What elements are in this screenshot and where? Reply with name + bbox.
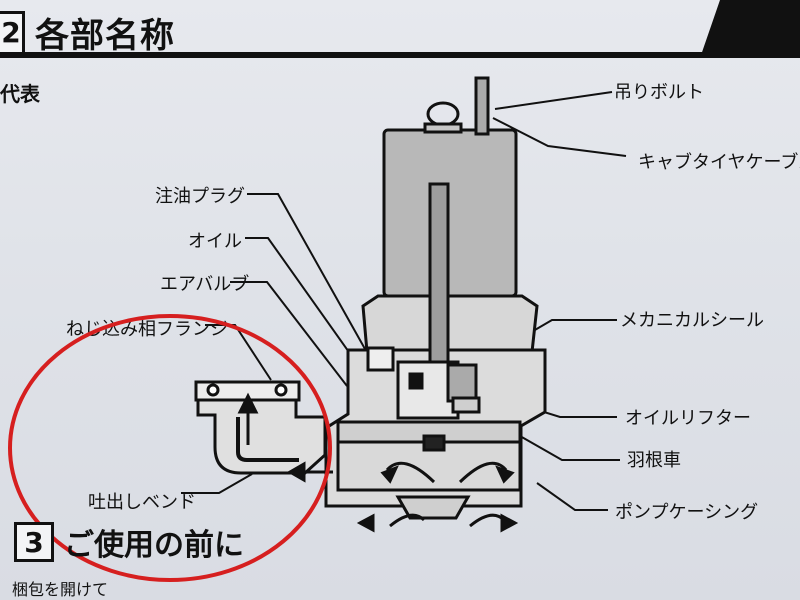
leader-impeller	[519, 435, 620, 461]
arrow-left-curve	[385, 461, 436, 484]
title-corner-bar	[700, 0, 800, 58]
label-air-valve: エアバルブ	[160, 274, 250, 295]
arrow-bottom-left-head	[356, 513, 375, 533]
section-heading: 各部名称	[35, 16, 175, 56]
leader-casing	[536, 482, 608, 511]
motor-housing	[382, 128, 518, 298]
suction-bottom	[395, 495, 471, 520]
footer-title-block: 3 ご使用の前に	[14, 520, 244, 564]
label-cabtire-cable: キャブタイヤケーブル	[638, 152, 800, 173]
section-number: 2	[0, 10, 25, 55]
seal-block	[446, 363, 478, 403]
arrow-bottom-right	[469, 513, 506, 528]
flange-bolt-right	[274, 383, 288, 397]
arrow-right-curve-head	[495, 465, 515, 484]
leader-hanger	[494, 91, 613, 110]
oil-plug-body	[366, 346, 395, 372]
pump-body	[324, 76, 547, 520]
leader-cable	[492, 117, 627, 157]
label-impeller: 羽根車	[627, 450, 681, 471]
discharge-bend-group	[194, 380, 327, 475]
label-oil-plug: 注油プラグ	[155, 186, 245, 207]
section-title-block: 2 各部名称	[0, 8, 175, 57]
upper-casing	[361, 294, 539, 354]
cable-entry	[474, 76, 490, 136]
arrow-right-curve	[458, 461, 508, 484]
section-subhead: 代表	[0, 82, 40, 106]
label-hanger-bolt: 吊りボルト	[614, 82, 704, 103]
leader-plug	[247, 193, 375, 366]
flange-bolt-left	[206, 383, 220, 397]
label-discharge-bend: 吐出しベンド	[88, 492, 196, 513]
footer-section-heading: ご使用の前に	[64, 528, 244, 563]
hanger-ring	[426, 101, 460, 127]
label-oil-lifter: オイルリフター	[625, 408, 751, 429]
arrow-bottom-left	[389, 513, 426, 528]
arrow-left-curve-head	[380, 465, 399, 484]
title-underline	[0, 52, 720, 58]
label-threaded-flange: ねじ込み相フランジ	[66, 319, 228, 340]
footer-section-number: 3	[14, 522, 54, 562]
arrow-bottom-right-head	[500, 513, 519, 533]
pump-casing-body	[336, 440, 522, 492]
oil-mark	[408, 372, 424, 390]
motor-cap	[423, 122, 463, 134]
impeller-hub	[422, 434, 446, 452]
label-pump-casing: ポンプケーシング	[615, 502, 759, 523]
lifter-block	[451, 396, 481, 414]
label-mechanical-seal: メカニカルシール	[620, 310, 764, 331]
leader-air	[230, 281, 348, 387]
leader-oil	[245, 237, 374, 387]
footer-text: 梱包を開けて	[12, 580, 109, 599]
label-oil: オイル	[188, 231, 242, 252]
